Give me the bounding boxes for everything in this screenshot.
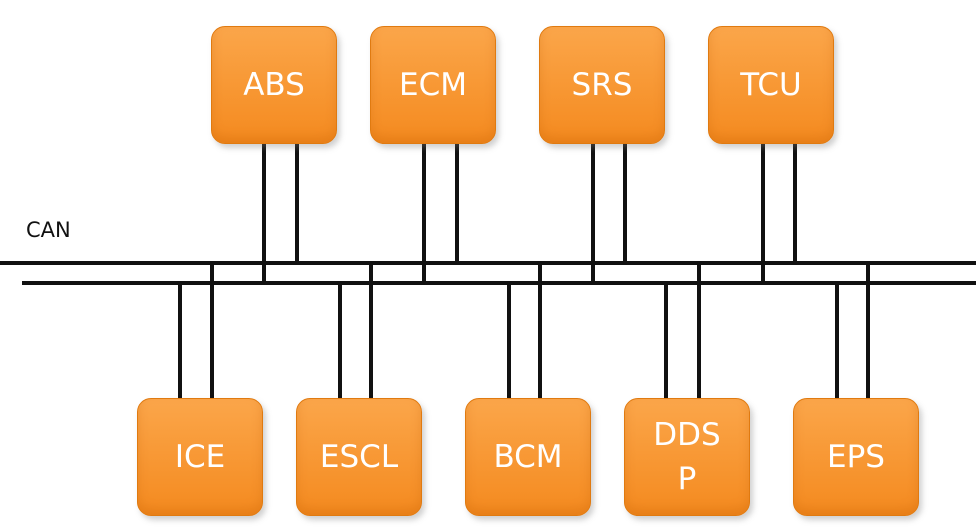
node-escl: ESCL [296,398,422,516]
node-escl-label: ESCL [319,439,399,475]
node-ice-label: ICE [174,439,226,475]
node-ecm-label: ECM [399,67,467,103]
node-ddsp: DDS P [624,398,750,516]
node-abs: ABS [211,26,337,144]
node-bcm: BCM [465,398,591,516]
node-ecm: ECM [370,26,496,144]
node-ice: ICE [137,398,263,516]
node-eps-label: EPS [827,439,885,475]
can-bus-label: CAN [26,218,71,242]
node-tcu: TCU [708,26,834,144]
node-abs-label: ABS [243,67,305,103]
node-ddsp-label: DDS P [653,417,721,497]
node-srs-label: SRS [571,67,633,103]
node-eps: EPS [793,398,919,516]
node-bcm-label: BCM [493,439,563,475]
node-tcu-label: TCU [740,67,802,103]
node-srs: SRS [539,26,665,144]
